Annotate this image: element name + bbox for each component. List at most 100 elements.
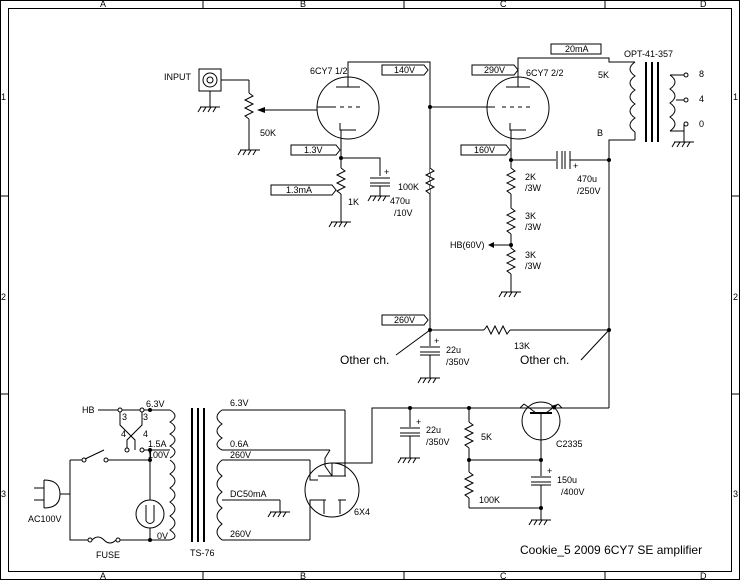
tag-1.3ma [270,184,337,196]
node-coupling [428,105,432,109]
rect-label: 6X4 [354,507,370,517]
col-label-d: D [700,0,707,9]
sel-100v: 100V [148,450,169,460]
opt-tap-8: 8 [699,69,704,79]
r-1k-label: 1K [348,197,359,207]
row-label-3: 3 [1,489,6,499]
input-jack [197,68,249,113]
col-label-b: B [300,0,306,9]
col-label-a: A [100,0,106,9]
c-22u-b-label: 22u [426,425,441,435]
wire-v2-plate [517,57,635,64]
sel-6.3v: 6.3V [146,399,165,409]
output-transformer [607,61,694,330]
r-2k-label: 2K [525,172,536,182]
c-22u-a-label: 22u [446,345,461,355]
row-label-1: 1 [1,92,6,102]
tag-1.3ma-label: 1.3mA [286,185,312,195]
tag-1.3v [290,144,341,156]
c-470u-250-label: 470u [577,174,597,184]
ac-label: AC100V [28,514,62,524]
c-470u-voltage: /10V [394,208,413,218]
c-470u-250-voltage: /250V [577,186,601,196]
pilot-lamp [135,460,165,542]
h-0.6a: 0.6A [230,439,249,449]
fuse-label: FUSE [96,550,120,560]
col-label-d-bottom: D [700,571,707,580]
row-label-2: 2 [1,292,6,302]
c-470u-plus: + [384,167,389,177]
sel-1.5a: 1.5A [148,439,167,449]
ts-label: TS-76 [190,548,215,558]
input-label: INPUT [164,72,192,82]
rectifier-6x4 [304,407,609,540]
tag-20ma [550,43,602,55]
r-13k-label: 13K [514,341,530,351]
b-plus-rail [395,324,611,384]
c-150u-plus: + [547,466,552,476]
r-3k-b-label: 3K [525,250,536,260]
tag-260v-label: 260V [394,315,415,325]
ripple-filter [463,406,551,526]
h-260v-b: 260V [230,529,251,539]
opt-label: OPT-41-357 [624,49,673,59]
tag-160v [460,144,511,156]
row-label-1-right: 1 [733,92,738,102]
tag-290v-label: 290V [484,65,505,75]
volume-pot [237,80,317,156]
col-label-c-bottom: C [500,571,507,580]
other-ch-label-1: Other ch. [340,353,389,367]
c-470u-250-plus: + [573,161,578,171]
tube-v2 [486,64,550,152]
r-100k-label: 100K [398,182,419,192]
sel-3b: 3 [143,412,148,422]
c-22u-b-plus: + [416,417,421,427]
schematic-title: Cookie_5 2009 6CY7 SE amplifier [520,543,702,557]
tag-20ma-label: 20mA [565,44,589,54]
c-150u-voltage: /400V [561,487,585,497]
pot-label: 50K [260,128,276,138]
r-5k-label: 5K [481,432,492,442]
sel-3a: 3 [122,412,127,422]
r-2k-watt: /3W [525,183,542,193]
r-3k-a-label: 3K [525,211,536,221]
row-label-2-right: 2 [733,292,738,302]
tr-label: C2335 [556,439,583,449]
opt-b-label: B [597,128,603,138]
tube-v1 [316,64,380,152]
sel-4b: 4 [143,429,148,439]
opt-5k-label: 5K [598,70,609,80]
v2-label: 6CY7 2/2 [526,68,564,78]
opt-tap-4: 4 [699,94,704,104]
sel-0v: 0V [157,531,168,541]
r-3k-b-watt: /3W [525,261,542,271]
hb60-label: HB(60V) [450,240,485,250]
ac-plug [34,460,88,541]
r-100k-b-label: 100K [479,495,500,505]
c-22u-a-voltage: /350V [446,357,470,367]
c-470u-label: 470u [390,196,410,206]
h-6.3v: 6.3V [230,398,249,408]
c-150u-label: 150u [557,475,577,485]
c-470u-250v [511,151,609,169]
tag-1.3v-label: 1.3V [304,145,323,155]
tag-260v [381,314,429,326]
fuse [87,536,150,544]
tag-140v [381,64,429,76]
transistor-c2335 [519,401,563,441]
power-transformer [150,408,345,542]
hb-label: HB [82,405,95,415]
col-label-b-bottom: B [300,571,306,580]
cathode-v2-network [488,152,521,298]
c-22u-a-plus: + [434,336,439,346]
tag-160v-label: 160V [474,145,495,155]
r-100k [424,167,436,195]
power-switch [70,449,152,463]
v1-label: 6CY7 1/2 [310,66,348,76]
sel-4a: 4 [121,429,126,439]
heater-selector [98,407,170,460]
col-label-a-bottom: A [100,571,106,580]
